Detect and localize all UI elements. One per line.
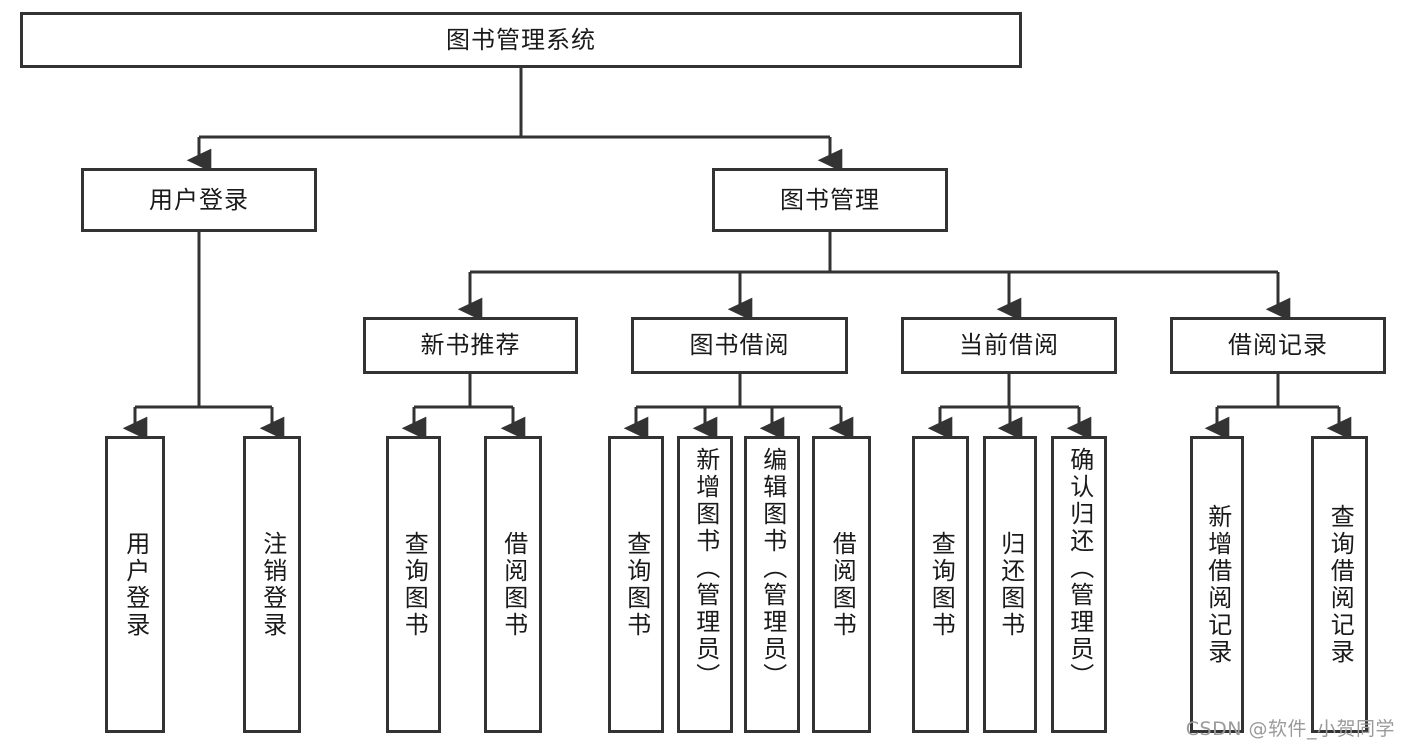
node-leaf-7-label: 借阅图书 [828,530,857,639]
node-leaf-3[interactable]: 借阅图书 [484,436,542,733]
node-leaf-12-label: 查询借阅记录 [1326,503,1355,666]
node-leaf-11-label: 新增借阅记录 [1203,503,1232,666]
node-root-label: 图书管理系统 [446,25,596,54]
node-level2-1-label: 图书管理 [780,185,880,214]
node-level3-1-label: 图书借阅 [689,331,790,360]
node-level3-2[interactable]: 当前借阅 [901,317,1117,374]
node-leaf-5-label: 新增图书（管理员） [691,447,720,690]
node-level3-3[interactable]: 借阅记录 [1170,317,1386,374]
node-leaf-12[interactable]: 查询借阅记录 [1311,436,1368,733]
node-leaf-2[interactable]: 查询图书 [386,436,441,733]
node-leaf-4-label: 查询图书 [622,530,651,639]
node-leaf-11[interactable]: 新增借阅记录 [1190,436,1244,733]
node-level3-1[interactable]: 图书借阅 [631,317,848,374]
node-leaf-0[interactable]: 用户登录 [105,436,165,733]
node-root[interactable]: 图书管理系统 [20,12,1022,68]
node-level3-3-label: 借阅记录 [1228,331,1328,360]
node-leaf-0-label: 用户登录 [121,530,150,639]
node-leaf-9-label: 归还图书 [996,530,1025,639]
node-leaf-8[interactable]: 查询图书 [912,436,969,733]
node-leaf-2-label: 查询图书 [400,530,429,639]
node-leaf-8-label: 查询图书 [927,530,956,639]
node-leaf-10-label: 确认归还（管理员） [1065,447,1094,690]
node-leaf-10[interactable]: 确认归还（管理员） [1051,436,1107,733]
node-leaf-6-label: 编辑图书（管理员） [758,447,787,690]
node-level2-0-label: 用户登录 [149,185,249,214]
node-level2-0[interactable]: 用户登录 [81,168,317,232]
node-leaf-6[interactable]: 编辑图书（管理员） [744,436,800,733]
node-leaf-9[interactable]: 归还图书 [983,436,1037,733]
node-leaf-1[interactable]: 注销登录 [243,436,301,733]
node-level3-2-label: 当前借阅 [959,331,1059,360]
node-leaf-4[interactable]: 查询图书 [608,436,664,733]
node-leaf-1-label: 注销登录 [258,530,287,639]
node-level3-0-label: 新书推荐 [420,331,521,360]
node-level2-1[interactable]: 图书管理 [712,168,948,232]
watermark: CSDN @软件_小贺同学 [1185,718,1395,740]
node-level3-0[interactable]: 新书推荐 [363,317,578,374]
node-leaf-3-label: 借阅图书 [499,530,528,639]
node-leaf-5[interactable]: 新增图书（管理员） [677,436,733,733]
node-leaf-7[interactable]: 借阅图书 [812,436,871,733]
